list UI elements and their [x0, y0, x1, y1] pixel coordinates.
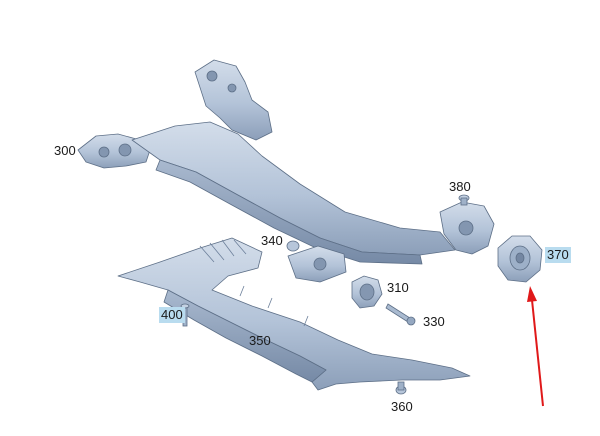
- callout-400: 400: [159, 307, 185, 323]
- callout-340: 340: [261, 233, 283, 248]
- red-pointer-arrow: [527, 286, 544, 407]
- bolt-380: [458, 194, 470, 206]
- nut-360: [395, 381, 407, 395]
- wheel-hub-370: [497, 235, 543, 283]
- callout-310: 310: [387, 280, 409, 295]
- nut-340: [286, 240, 300, 252]
- underbody-panel-350: [117, 237, 471, 391]
- bushing-310: [351, 275, 383, 309]
- callout-330: 330: [423, 314, 445, 329]
- callout-300: 300: [54, 143, 76, 158]
- callout-370: 370: [545, 247, 571, 263]
- callout-360: 360: [391, 399, 413, 414]
- bolt-330: [385, 303, 416, 326]
- rear-axle-subframe: [77, 59, 495, 283]
- callout-380: 380: [449, 179, 471, 194]
- callout-350: 350: [249, 333, 271, 348]
